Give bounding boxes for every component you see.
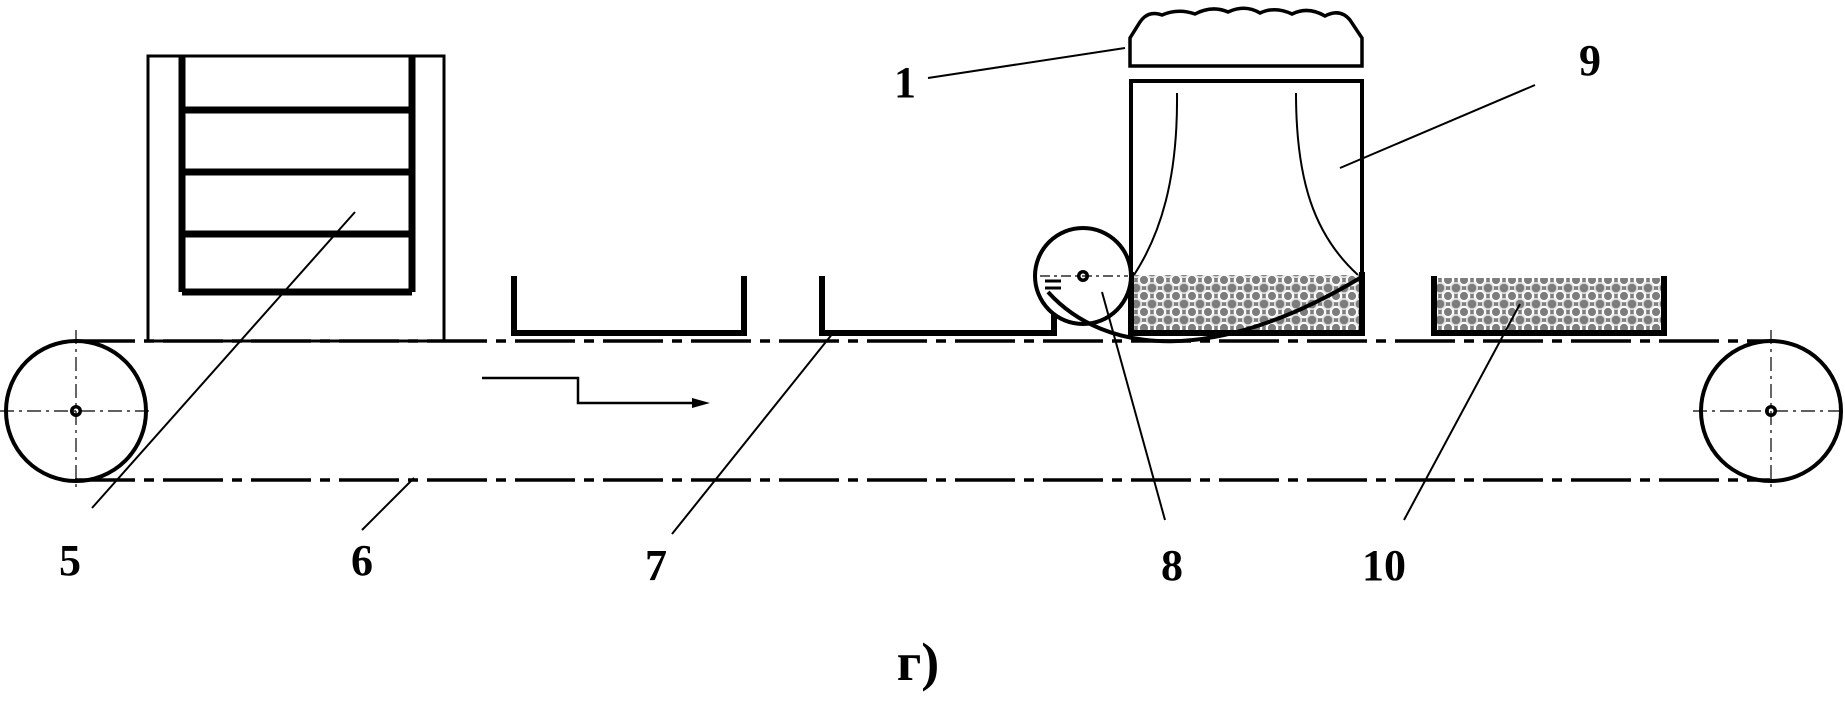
empty-tray-1 — [511, 276, 747, 336]
label-9: 9 — [1579, 36, 1601, 85]
hopper — [1128, 6, 1364, 68]
conveyor-belt — [75, 339, 1770, 482]
label-8: 8 — [1161, 541, 1183, 590]
label-5: 5 — [59, 536, 81, 585]
right-pulley — [1693, 330, 1845, 490]
label-7: 7 — [645, 541, 667, 590]
label-1: 1 — [894, 58, 916, 107]
empty-tray-2 — [819, 276, 1057, 336]
leader-lines — [91, 47, 1536, 535]
figure-caption: г) — [897, 632, 940, 692]
filled-tray-under-chamber — [1128, 272, 1365, 336]
label-10: 10 — [1362, 541, 1406, 590]
roller — [1033, 226, 1362, 344]
label-6: 6 — [351, 536, 373, 585]
filled-tray-output — [1431, 276, 1667, 336]
left-pulley — [0, 330, 152, 490]
direction-arrow — [482, 376, 710, 408]
tray-magazine — [146, 54, 446, 343]
